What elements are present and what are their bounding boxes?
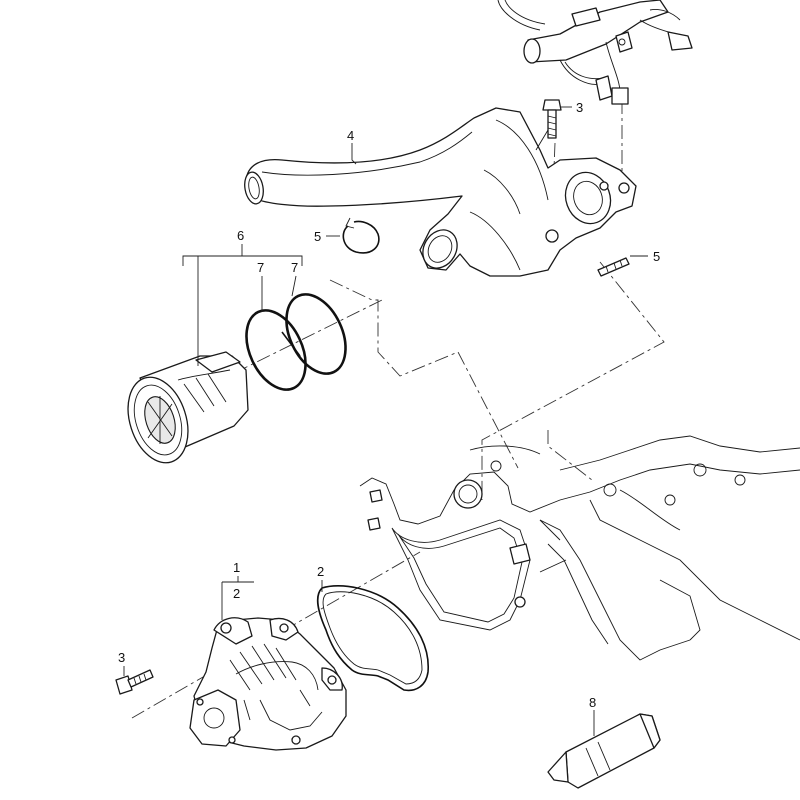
thermostat-housing-pipe bbox=[244, 107, 637, 277]
dowel-pin bbox=[597, 257, 630, 277]
sealant-tube bbox=[547, 713, 661, 789]
callout-8: 8 bbox=[589, 695, 596, 710]
thermostat bbox=[127, 351, 249, 464]
water-pump bbox=[189, 617, 347, 751]
callout-5-clip: 5 bbox=[314, 229, 321, 244]
tube-assembly bbox=[497, 0, 693, 105]
callout-labels: 4 3 5 5 6 7 7 1 2 2 3 8 bbox=[118, 100, 660, 710]
callout-5-pin: 5 bbox=[653, 249, 660, 264]
callout-7-right: 7 bbox=[291, 260, 298, 275]
callout-3-lower: 3 bbox=[118, 650, 125, 665]
callout-3-upper: 3 bbox=[576, 100, 583, 115]
leader-lines bbox=[123, 106, 648, 736]
o-rings bbox=[245, 293, 347, 391]
callout-1: 1 bbox=[233, 560, 240, 575]
callout-7-left: 7 bbox=[257, 260, 264, 275]
callout-2-gasket: 2 bbox=[317, 564, 324, 579]
water-pump-gasket bbox=[316, 585, 429, 692]
engine-block bbox=[359, 435, 800, 661]
callout-6: 6 bbox=[237, 228, 244, 243]
retaining-clip bbox=[342, 217, 380, 254]
callout-4: 4 bbox=[347, 128, 354, 143]
bolt-lower bbox=[115, 669, 154, 695]
bolt-upper bbox=[542, 99, 562, 139]
callout-2-pump: 2 bbox=[233, 586, 240, 601]
